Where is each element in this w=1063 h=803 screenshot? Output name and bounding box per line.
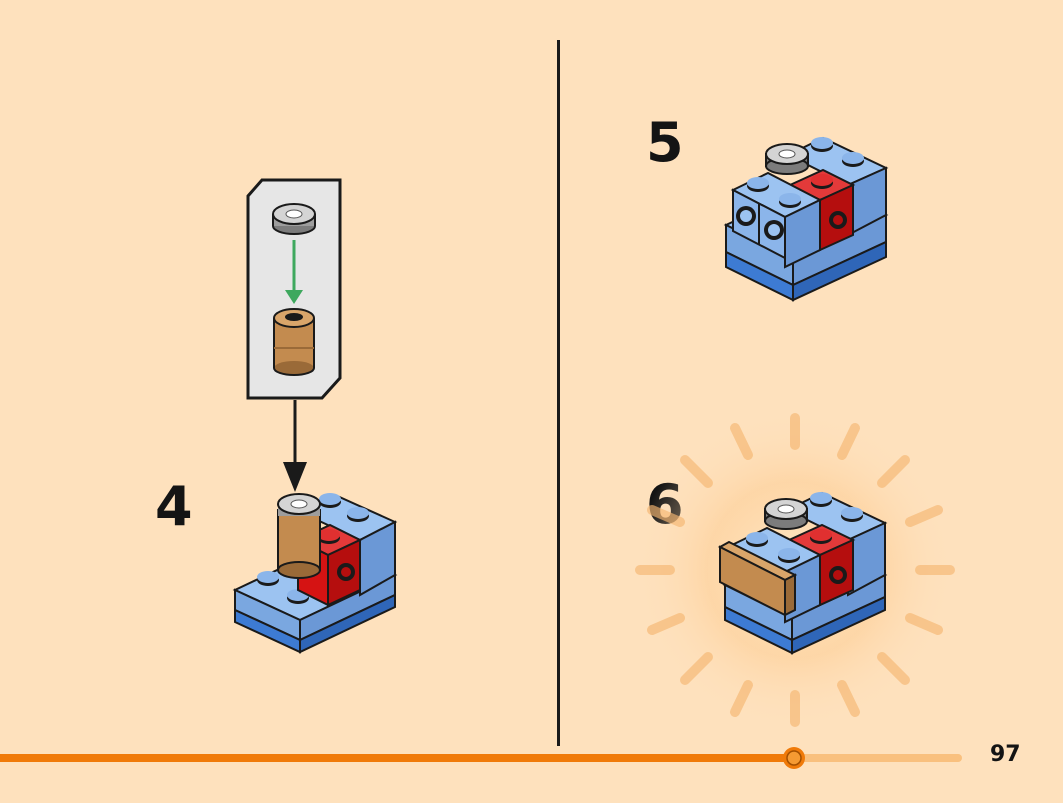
step-number-5: 5	[646, 111, 684, 174]
green-arrow-head	[285, 290, 303, 304]
page-progress-bar	[0, 747, 962, 769]
round-brick-part	[273, 308, 315, 376]
placement-arrow	[283, 400, 307, 492]
column-divider	[557, 40, 560, 746]
progress-fill	[0, 754, 794, 762]
step-number-4: 4	[155, 475, 193, 538]
step-4-model	[232, 493, 398, 654]
step-5-model	[723, 136, 889, 302]
step-6-model	[717, 491, 888, 655]
page-number: 97	[990, 742, 1021, 767]
progress-knob[interactable]	[783, 747, 805, 769]
subassembly-callout	[246, 178, 342, 400]
round-tile-part	[272, 203, 316, 235]
